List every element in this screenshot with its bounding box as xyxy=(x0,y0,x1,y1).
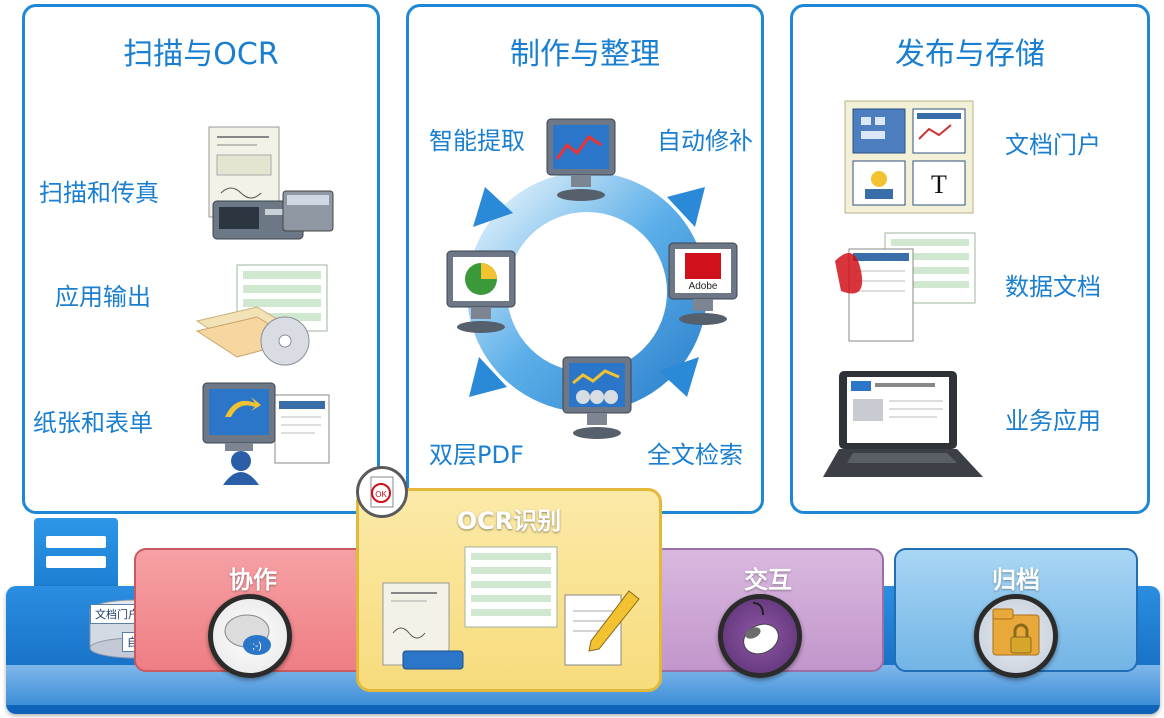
svg-text:;-): ;-) xyxy=(252,641,261,652)
pdf-document-icon xyxy=(835,232,976,342)
label-auto-repair: 自动修补 xyxy=(657,127,753,155)
pen-note-icon xyxy=(564,590,640,666)
tile-label-ocr: OCR识别 xyxy=(456,507,562,535)
label-smart-extract: 智能提取 xyxy=(429,127,525,155)
db-label-portal: 文档门户 xyxy=(90,604,144,624)
tile-label-collab: 协作 xyxy=(229,566,277,594)
monitor-chart-icon xyxy=(546,118,616,201)
panel-scan-ocr: 扫描与OCR 扫描和传真 应用输出 纸张和表单 xyxy=(22,4,380,514)
mouse-icon xyxy=(718,594,802,678)
label-business-app: 业务应用 xyxy=(1005,407,1101,435)
tile-label-interact: 交互 xyxy=(744,566,792,594)
panel-make-organize: 制作与整理 智能提取 自动修补 双层PDF 全文检索 Adobe xyxy=(406,4,764,514)
gauge-monitor-icon xyxy=(562,356,632,439)
printout-cd-icon xyxy=(195,264,328,366)
label-paper-forms: 纸张和表单 xyxy=(33,409,153,437)
ok-stamp-icon: OK xyxy=(356,466,408,518)
panel-title-publish-store: 发布与存储 xyxy=(895,37,1045,72)
svg-text:OK: OK xyxy=(375,490,387,499)
folder-lock-icon xyxy=(974,594,1058,678)
tile-ocr: OCR识别 xyxy=(356,488,662,692)
label-dual-layer-pdf: 双层PDF xyxy=(429,441,524,469)
portal-grid-icon: T xyxy=(844,100,974,214)
panel-title-scan-ocr: 扫描与OCR xyxy=(123,37,279,72)
adobe-monitor-icon: Adobe xyxy=(668,242,738,325)
svg-text:T: T xyxy=(931,170,947,199)
chat-bubble-icon: ;-) xyxy=(208,594,292,678)
label-fulltext-search: 全文检索 xyxy=(647,441,743,469)
ocr-text-sheet xyxy=(464,546,558,628)
panel-publish-store: 发布与存储 文档门户 T 数据文档 业务应用 xyxy=(790,4,1150,514)
label-scan-fax: 扫描和传真 xyxy=(39,179,159,207)
scan-document-icon xyxy=(382,582,464,670)
scanner-fax-icon xyxy=(208,126,334,240)
laptop-icon xyxy=(823,371,983,477)
tile-label-archive: 归档 xyxy=(992,566,1040,594)
label-doc-portal: 文档门户 xyxy=(1005,131,1101,159)
panel-title-make-organize: 制作与整理 xyxy=(510,37,660,72)
pie-monitor-icon xyxy=(446,250,516,333)
svg-text:Adobe: Adobe xyxy=(689,281,718,292)
label-data-doc: 数据文档 xyxy=(1005,273,1101,301)
label-app-output: 应用输出 xyxy=(55,283,151,311)
monitor-user-icon xyxy=(202,382,330,485)
